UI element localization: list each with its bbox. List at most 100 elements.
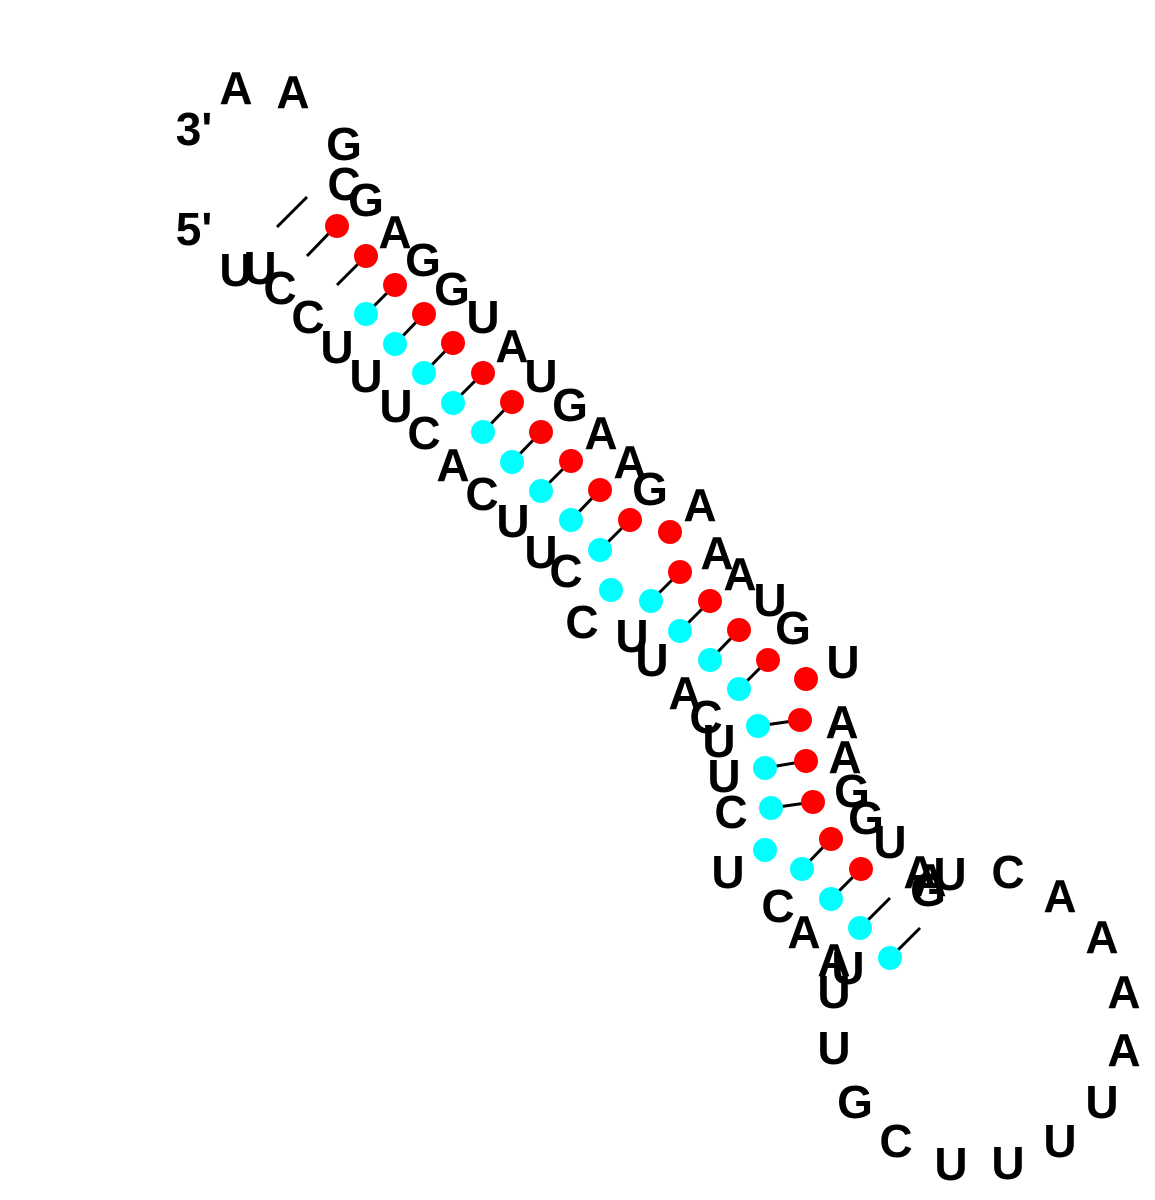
nucleotide: U (349, 350, 382, 402)
base-pair-dot-cyan (878, 946, 902, 970)
nucleotide: A (495, 320, 528, 372)
nucleotide: A (1085, 911, 1118, 963)
nucleotide: U (466, 291, 499, 343)
base-pair-dot-red (412, 302, 436, 326)
five-prime-label: 5' (176, 203, 213, 255)
base-pair-dot-red (801, 790, 825, 814)
base-pair-dot-red (819, 827, 843, 851)
base-pair-dot-red (441, 331, 465, 355)
nucleotide: U (991, 1137, 1024, 1189)
nucleotide: U (707, 750, 740, 802)
base-pair-dot-cyan (753, 838, 777, 862)
nucleotide: C (263, 262, 296, 314)
nucleotide: U (933, 848, 966, 900)
nucleotide: A (219, 62, 252, 114)
base-pair-dot-cyan (471, 420, 495, 444)
nucleotide: C (565, 596, 598, 648)
nucleotide: G (434, 263, 470, 315)
nucleotide: C (714, 786, 747, 838)
base-pair-dot-cyan (698, 648, 722, 672)
base-pair-dot-cyan (746, 714, 770, 738)
nucleotide: A (913, 854, 946, 906)
nucleotide: A (584, 407, 617, 459)
nucleotide: C (549, 545, 582, 597)
nucleotide: A (668, 667, 701, 719)
nucleotide: G (348, 174, 384, 226)
nucleotide: A (276, 66, 309, 118)
nucleotide: C (291, 291, 324, 343)
base-pair-dot-red (849, 857, 873, 881)
nucleotide: C (761, 880, 794, 932)
base-pair-dot-cyan (588, 538, 612, 562)
nucleotide: U (379, 380, 412, 432)
nucleotide: A (436, 439, 469, 491)
nucleotide: G (848, 792, 884, 844)
nucleotide: A (1043, 870, 1076, 922)
base-pair-dot-cyan (559, 508, 583, 532)
base-pair-dot-cyan (529, 479, 553, 503)
base-pair-dot-red (471, 361, 495, 385)
nucleotide: C (465, 468, 498, 520)
base-pair-dot-red (559, 449, 583, 473)
nucleotide: U (524, 526, 557, 578)
nucleotide: C (407, 407, 440, 459)
base-pair-bond (275, 195, 309, 229)
base-pair-dot-cyan (383, 332, 407, 356)
base-pair-dot-red (727, 618, 751, 642)
base-pair-dot-red (788, 708, 812, 732)
base-pair-dot-red (500, 390, 524, 414)
nucleotide: U (635, 634, 668, 686)
nucleotide: U (817, 966, 850, 1018)
nucleotide: A (828, 731, 861, 783)
nucleotide: A (817, 934, 850, 986)
nucleotide: U (615, 610, 648, 662)
base-pair-dot-cyan (819, 887, 843, 911)
nucleotide: U (826, 636, 859, 688)
nucleotide: A (683, 479, 716, 531)
nucleotide: A (378, 206, 411, 258)
base-pair-dot-cyan (753, 756, 777, 780)
nucleotide: A (787, 906, 820, 958)
base-pair-dot-red (354, 244, 378, 268)
base-pair-dot-cyan (354, 302, 378, 326)
nucleotide: U (702, 715, 735, 767)
base-pair-dot-red (618, 508, 642, 532)
nucleotide: U (873, 816, 906, 868)
base-pair-dot-cyan (759, 796, 783, 820)
nucleotide: A (1107, 966, 1140, 1018)
nucleotide: A (825, 696, 858, 748)
nucleotide: G (552, 379, 588, 431)
base-pair-dot-cyan (500, 450, 524, 474)
nucleotide: U (243, 242, 276, 294)
nucleotide: G (326, 118, 362, 170)
nucleotide: G (632, 463, 668, 515)
nucleotide: U (753, 574, 786, 626)
nucleotide: G (910, 864, 946, 916)
base-pair-dot-cyan (599, 578, 623, 602)
nucleotide: U (817, 1022, 850, 1074)
base-pair-dot-cyan (848, 916, 872, 940)
nucleotide: A (613, 436, 646, 488)
base-pair-dot-cyan (441, 391, 465, 415)
base-pair-dot-red (756, 648, 780, 672)
nucleotide: G (405, 234, 441, 286)
nucleotide: G (837, 1076, 873, 1128)
base-pair-dot-red (383, 273, 407, 297)
nucleotide: U (219, 244, 252, 296)
nucleotide: U (524, 350, 557, 402)
base-pair-dot-red (698, 589, 722, 613)
base-pair-dot-cyan (727, 677, 751, 701)
nucleotide: U (1085, 1076, 1118, 1128)
nucleotide: A (1107, 1024, 1140, 1076)
nucleotide: C (879, 1115, 912, 1167)
base-pair-dot-red (794, 749, 818, 773)
base-pair-dot-cyan (412, 361, 436, 385)
base-pair-dot-cyan (790, 857, 814, 881)
nucleotide: U (320, 321, 353, 373)
nucleotide: A (700, 527, 733, 579)
three-prime-label: 3' (176, 103, 213, 155)
nucleotide: C (991, 846, 1024, 898)
nucleotide: G (834, 765, 870, 817)
